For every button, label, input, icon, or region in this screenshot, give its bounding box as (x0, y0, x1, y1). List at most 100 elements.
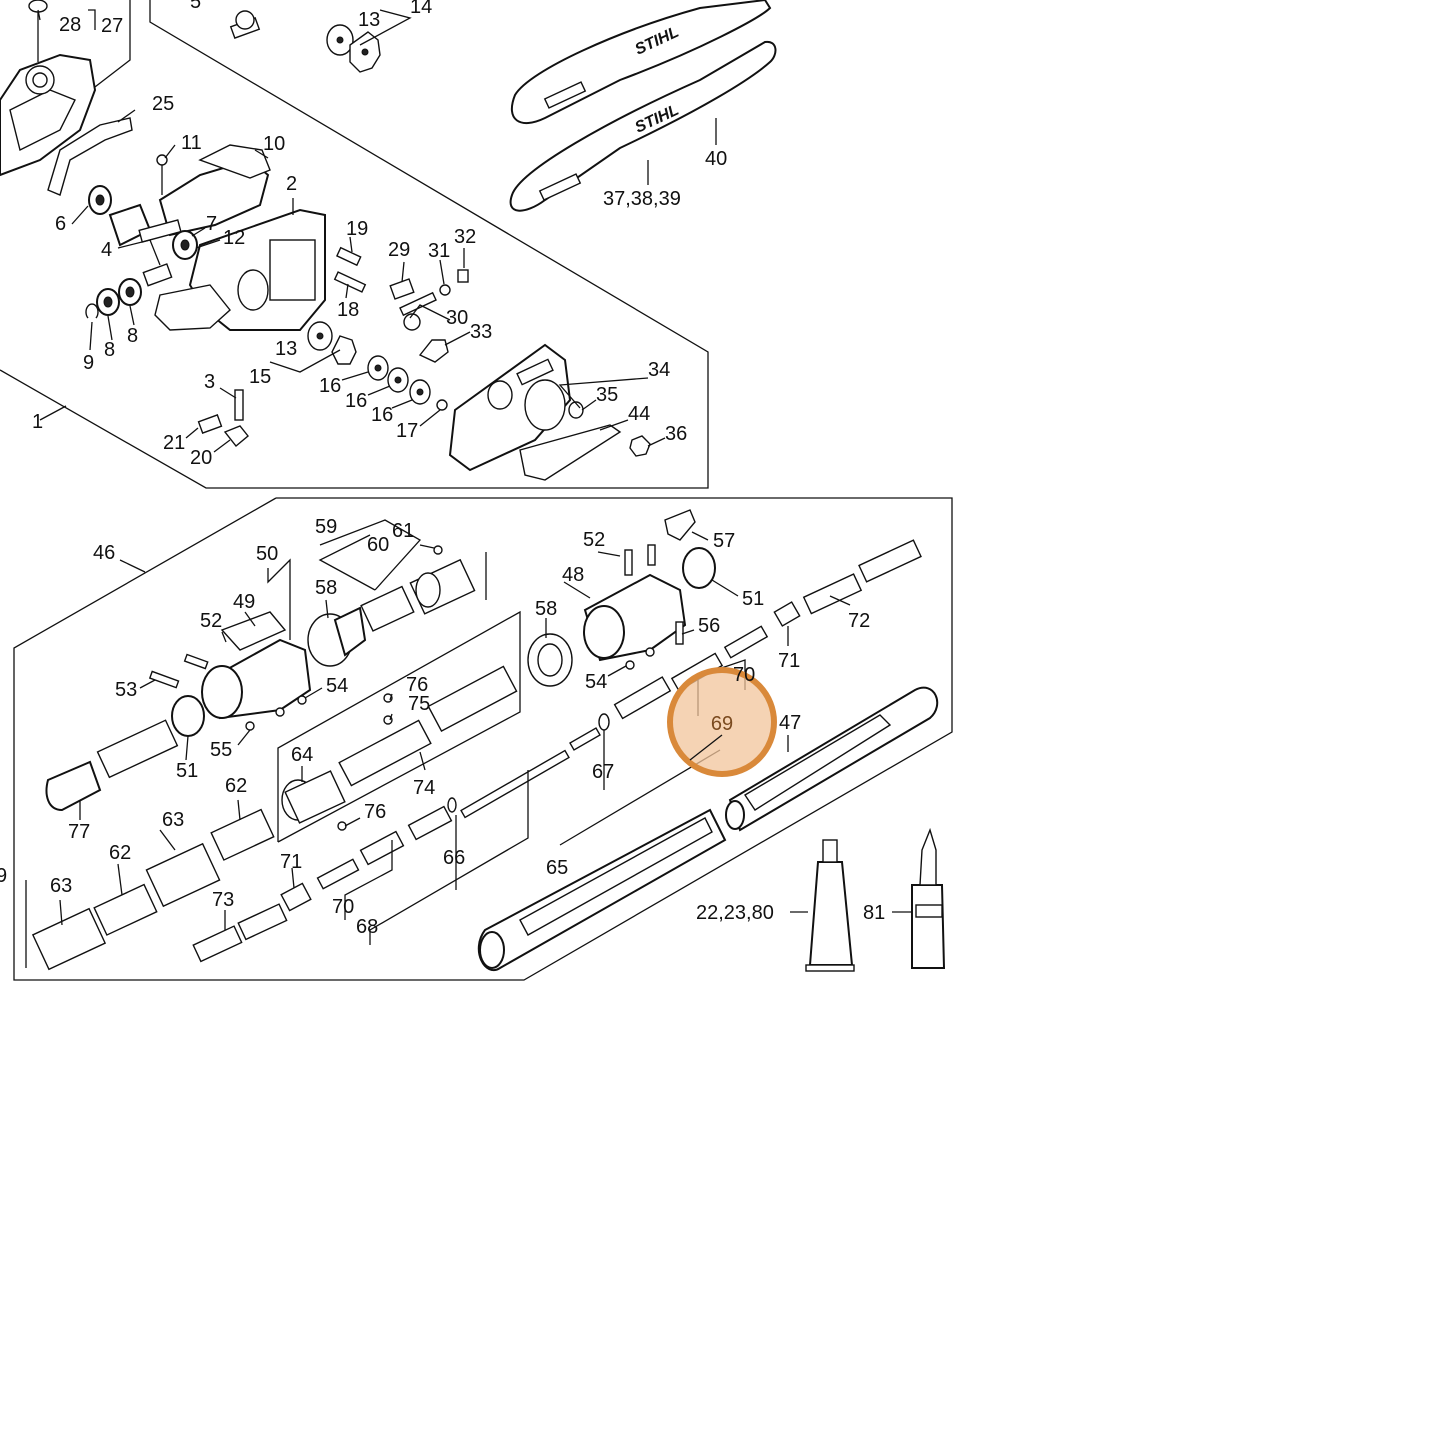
label-33[interactable]: 33 (470, 321, 492, 343)
label-10[interactable]: 10 (263, 133, 285, 155)
end-cap-77[interactable] (45, 760, 102, 812)
bushing-70-71[interactable] (670, 601, 801, 692)
label-66[interactable]: 66 (443, 847, 465, 869)
label-19[interactable]: 19 (346, 218, 368, 240)
sleeve-59-60[interactable] (360, 558, 476, 632)
label-12[interactable]: 12 (223, 227, 245, 249)
label-54b[interactable]: 54 (585, 671, 607, 693)
grease-tube[interactable] (805, 839, 855, 972)
label-74[interactable]: 74 (413, 777, 435, 799)
label-46[interactable]: 46 (93, 542, 115, 564)
label-70a[interactable]: 70 (733, 664, 755, 686)
label-57[interactable]: 57 (713, 530, 735, 552)
label-16b[interactable]: 16 (345, 390, 367, 412)
bevel-gear[interactable] (108, 203, 198, 260)
label-8a[interactable]: 8 (104, 339, 115, 361)
label-31[interactable]: 31 (428, 240, 450, 262)
gearbox-main[interactable] (188, 198, 326, 331)
label-77[interactable]: 77 (68, 821, 90, 843)
bushing-68-73[interactable] (192, 805, 453, 963)
label-55[interactable]: 55 (210, 739, 232, 761)
label-14[interactable]: 14 (410, 0, 432, 18)
label-50[interactable]: 50 (256, 543, 278, 565)
clamp-housing[interactable] (156, 144, 271, 237)
label-60[interactable]: 60 (367, 534, 389, 556)
screw-18-19[interactable] (333, 246, 367, 293)
label-73[interactable]: 73 (212, 889, 234, 911)
circlip-9[interactable] (85, 303, 99, 319)
label-4[interactable]: 4 (101, 239, 112, 261)
label-58a[interactable]: 58 (315, 577, 337, 599)
label-62a[interactable]: 62 (225, 775, 247, 797)
label-8b[interactable]: 8 (127, 325, 138, 347)
label-27[interactable]: 27 (101, 15, 123, 37)
label-40[interactable]: 40 (705, 148, 727, 170)
label-65[interactable]: 65 (546, 857, 568, 879)
clamp-housing-50[interactable] (171, 606, 367, 737)
carrier-plate[interactable] (154, 284, 231, 331)
small-screws[interactable] (148, 545, 655, 831)
label-71a[interactable]: 71 (778, 650, 800, 672)
highlight-marker[interactable]: 69 (667, 667, 777, 777)
label-7[interactable]: 7 (206, 213, 217, 235)
label-61[interactable]: 61 (392, 520, 414, 542)
label-13b[interactable]: 13 (275, 338, 297, 360)
guide-bar-chain-upper[interactable]: STIHL (510, 0, 772, 124)
label-68[interactable]: 68 (356, 916, 378, 938)
tension-screw-3[interactable] (197, 389, 249, 447)
label-30[interactable]: 30 (446, 307, 468, 329)
label-63a[interactable]: 63 (162, 809, 184, 831)
sleeve-51-left[interactable] (96, 719, 179, 779)
label-52b[interactable]: 52 (200, 610, 222, 632)
label-35[interactable]: 35 (596, 384, 618, 406)
label-58b[interactable]: 58 (535, 598, 557, 620)
label-36[interactable]: 36 (665, 423, 687, 445)
sprocket-cover[interactable] (448, 343, 651, 481)
guide-bar-chain-lower[interactable]: STIHL (509, 40, 777, 212)
label-67[interactable]: 67 (592, 761, 614, 783)
label-64[interactable]: 64 (291, 744, 313, 766)
chain-tensioner[interactable] (389, 269, 469, 363)
label-32[interactable]: 32 (454, 226, 476, 248)
clamp-housing-48[interactable] (527, 509, 716, 687)
label-16a[interactable]: 16 (319, 375, 341, 397)
label-29[interactable]: 29 (388, 239, 410, 261)
label-48[interactable]: 48 (562, 564, 584, 586)
label-15[interactable]: 15 (249, 366, 271, 388)
sprocket-mid[interactable] (307, 321, 357, 365)
label-56[interactable]: 56 (698, 615, 720, 637)
outer-tube-65[interactable] (477, 808, 727, 971)
label-53[interactable]: 53 (115, 679, 137, 701)
label-25[interactable]: 25 (152, 93, 174, 115)
label-62b[interactable]: 62 (109, 842, 131, 864)
label-49[interactable]: 49 (233, 591, 255, 613)
label-47[interactable]: 47 (779, 712, 801, 734)
label-54a[interactable]: 54 (326, 675, 348, 697)
sleeve-62[interactable] (93, 808, 275, 936)
spring-63[interactable] (31, 842, 221, 971)
label-1[interactable]: 1 (32, 411, 43, 433)
label-71b[interactable]: 71 (280, 851, 302, 873)
label-72[interactable]: 72 (848, 610, 870, 632)
oil-bottle[interactable] (911, 827, 946, 969)
gasket[interactable] (47, 117, 133, 196)
label-13a[interactable]: 13 (358, 9, 380, 31)
label-5[interactable]: 5 (190, 0, 201, 13)
label-22-23-80[interactable]: 22,23,80 (696, 902, 774, 924)
washers-16[interactable] (367, 355, 448, 411)
label-21[interactable]: 21 (163, 432, 185, 454)
label-11[interactable]: 11 (181, 132, 202, 154)
label-37-38-39[interactable]: 37,38,39 (603, 188, 681, 210)
label-3[interactable]: 3 (204, 371, 215, 393)
screw-5[interactable] (229, 10, 261, 39)
label-70b[interactable]: 70 (332, 896, 354, 918)
label-16c[interactable]: 16 (371, 404, 393, 426)
outer-tube-47[interactable] (725, 686, 939, 832)
label-44[interactable]: 44 (628, 403, 650, 425)
bearing-8[interactable] (96, 263, 173, 316)
label-59[interactable]: 59 (315, 516, 337, 538)
bearing-6[interactable] (88, 185, 112, 215)
label-9-edge[interactable]: 9 (0, 865, 7, 887)
gearbox-cover[interactable] (0, 0, 97, 177)
sleeve-64-74[interactable] (281, 665, 518, 824)
